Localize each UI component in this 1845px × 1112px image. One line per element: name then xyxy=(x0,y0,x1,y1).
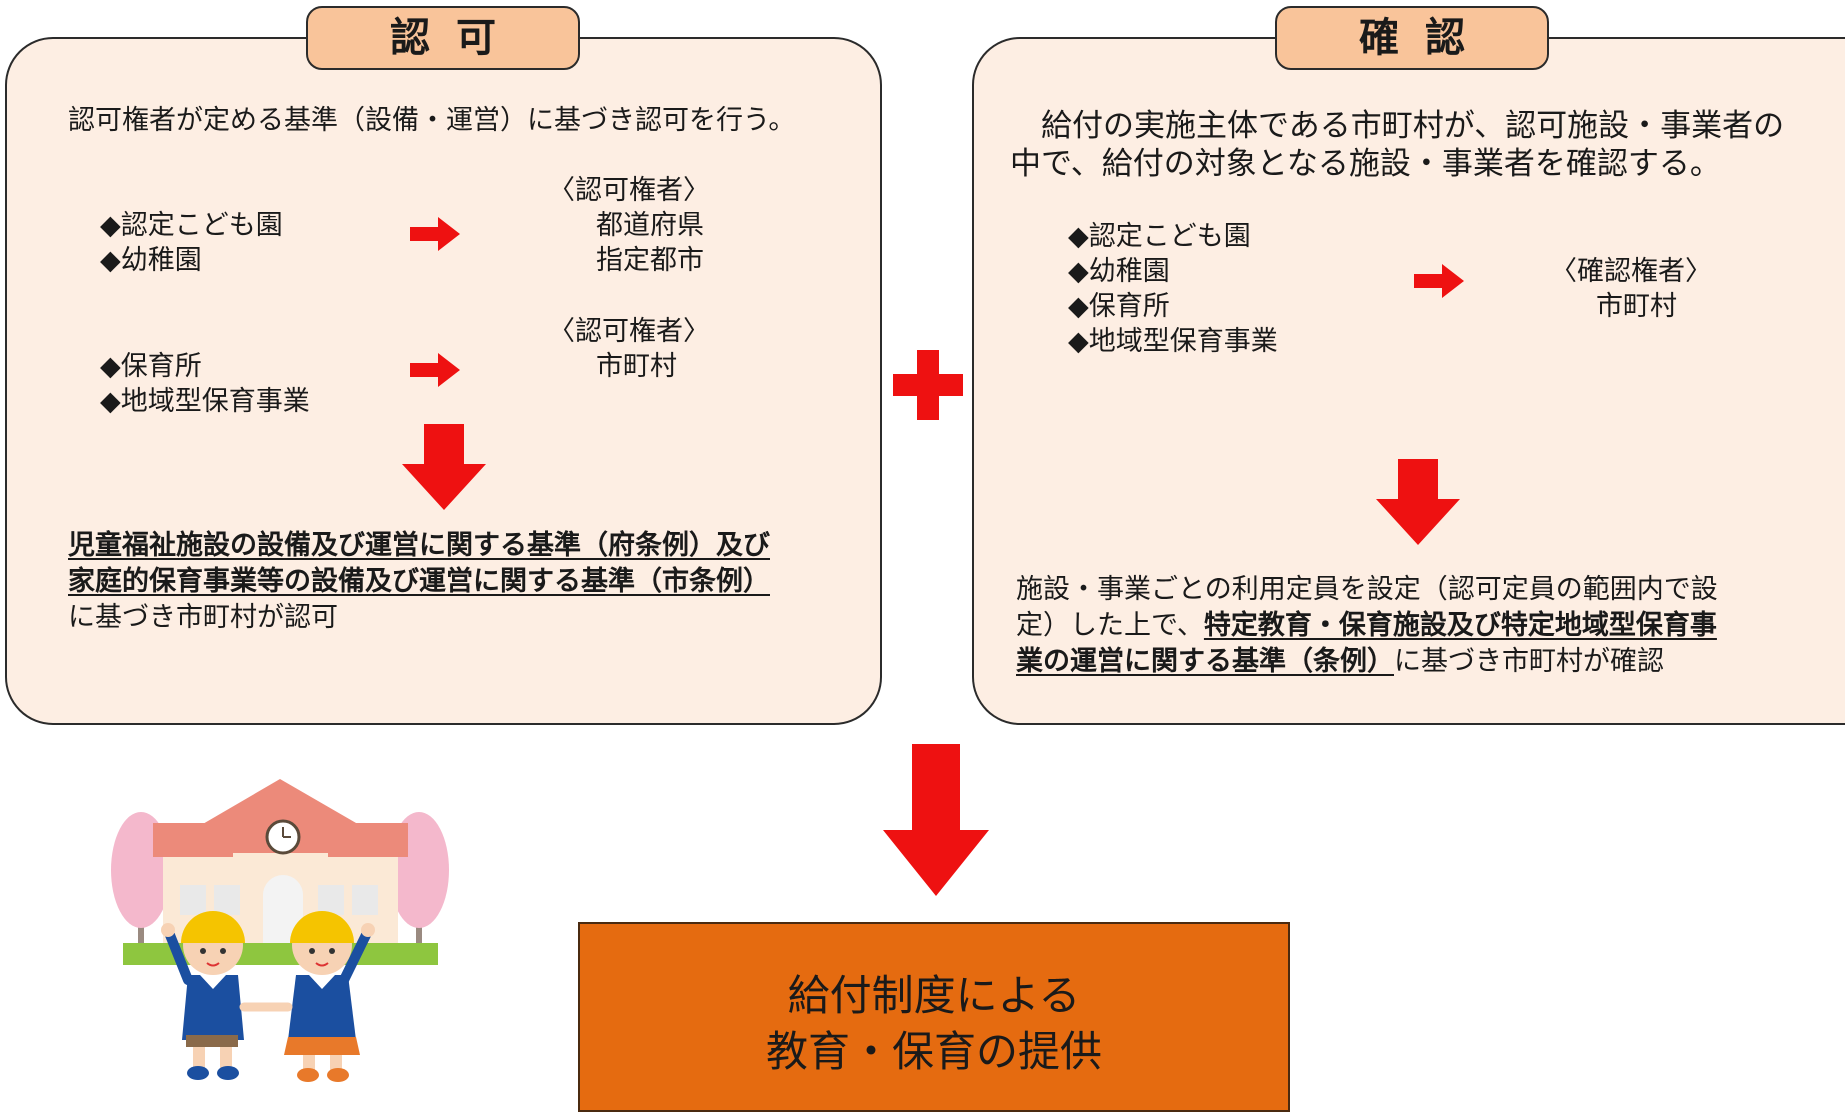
ninka-group1-authority-heading: 〈認可権者〉 xyxy=(548,175,710,206)
kakunin-basis-line-2-plain: 定）した上で、 xyxy=(1016,610,1204,641)
kakunin-item-2: ◆幼稚園 xyxy=(1068,256,1170,287)
main-down-arrow-icon xyxy=(883,744,989,896)
plus-icon xyxy=(893,350,963,420)
kakunin-basis-line-2-bold: 特定教育・保育施設及び特定地域型保育事 xyxy=(1203,610,1717,641)
kakunin-tab: 確認 xyxy=(1275,6,1549,70)
ninka-group1-right-arrow-icon xyxy=(410,217,460,251)
school-children-illustration xyxy=(111,779,449,1082)
kakunin-intro-line-1: 給付の実施主体である市町村が、認可施設・事業者の xyxy=(1010,108,1785,144)
ninka-basis-line-3: に基づき市町村が認可 xyxy=(68,602,338,633)
ninka-group2-right-arrow-icon xyxy=(410,353,460,387)
kakunin-item-3: ◆保育所 xyxy=(1068,291,1170,322)
ninka-basis-line-1: 児童福祉施設の設備及び運営に関する基準（府条例）及び xyxy=(68,530,770,561)
ninka-group1-authority-2: 指定都市 xyxy=(596,245,704,276)
ninka-basis-line-2: 家庭的保育事業等の設備及び運営に関する基準（市条例） xyxy=(68,566,770,597)
child-left-icon xyxy=(161,911,245,1080)
kakunin-panel xyxy=(972,37,1845,725)
ninka-group2-item-1: ◆保育所 xyxy=(100,351,202,382)
kakunin-authority-heading: 〈確認権者〉 xyxy=(1550,256,1712,287)
kakunin-down-arrow-icon xyxy=(1376,459,1460,545)
child-right-icon xyxy=(239,911,375,1082)
kakunin-basis-line-3-bold: 業の運営に関する基準（条例） xyxy=(1016,646,1394,677)
kakunin-basis-line-1: 施設・事業ごとの利用定員を設定（認可定員の範囲内で設 xyxy=(1016,574,1718,605)
ninka-group2-authority-heading: 〈認可権者〉 xyxy=(548,316,710,347)
ninka-tab: 認可 xyxy=(306,6,580,70)
kakunin-basis-line-3-plain: に基づき市町村が確認 xyxy=(1394,646,1664,677)
kakunin-right-arrow-icon xyxy=(1414,264,1464,298)
kakunin-item-4: ◆地域型保育事業 xyxy=(1068,326,1278,357)
result-box: 給付制度による 教育・保育の提供 xyxy=(578,922,1290,1112)
ninka-group1-item-1: ◆認定こども園 xyxy=(100,210,283,241)
kakunin-authority: 市町村 xyxy=(1596,291,1677,322)
kakunin-item-1: ◆認定こども園 xyxy=(1068,221,1251,252)
ninka-intro: 認可権者が定める基準（設備・運営）に基づき認可を行う。 xyxy=(68,105,796,136)
kakunin-intro-line-2: 中で、給付の対象となる施設・事業者を確認する。 xyxy=(1010,146,1721,182)
kakunin-basis-line-2: 定）した上で、特定教育・保育施設及び特定地域型保育事 xyxy=(1016,608,1717,644)
ninka-down-arrow-icon xyxy=(402,424,486,510)
result-line-2: 教育・保育の提供 xyxy=(765,1027,1102,1076)
ninka-group2-item-2: ◆地域型保育事業 xyxy=(100,386,310,417)
result-line-1: 給付制度による xyxy=(787,971,1081,1020)
ninka-group1-item-2: ◆幼稚園 xyxy=(100,245,202,276)
kakunin-basis-line-3: 業の運営に関する基準（条例）に基づき市町村が確認 xyxy=(1016,644,1664,680)
ninka-group2-authority-1: 市町村 xyxy=(596,351,677,382)
ninka-group1-authority-1: 都道府県 xyxy=(596,210,704,241)
